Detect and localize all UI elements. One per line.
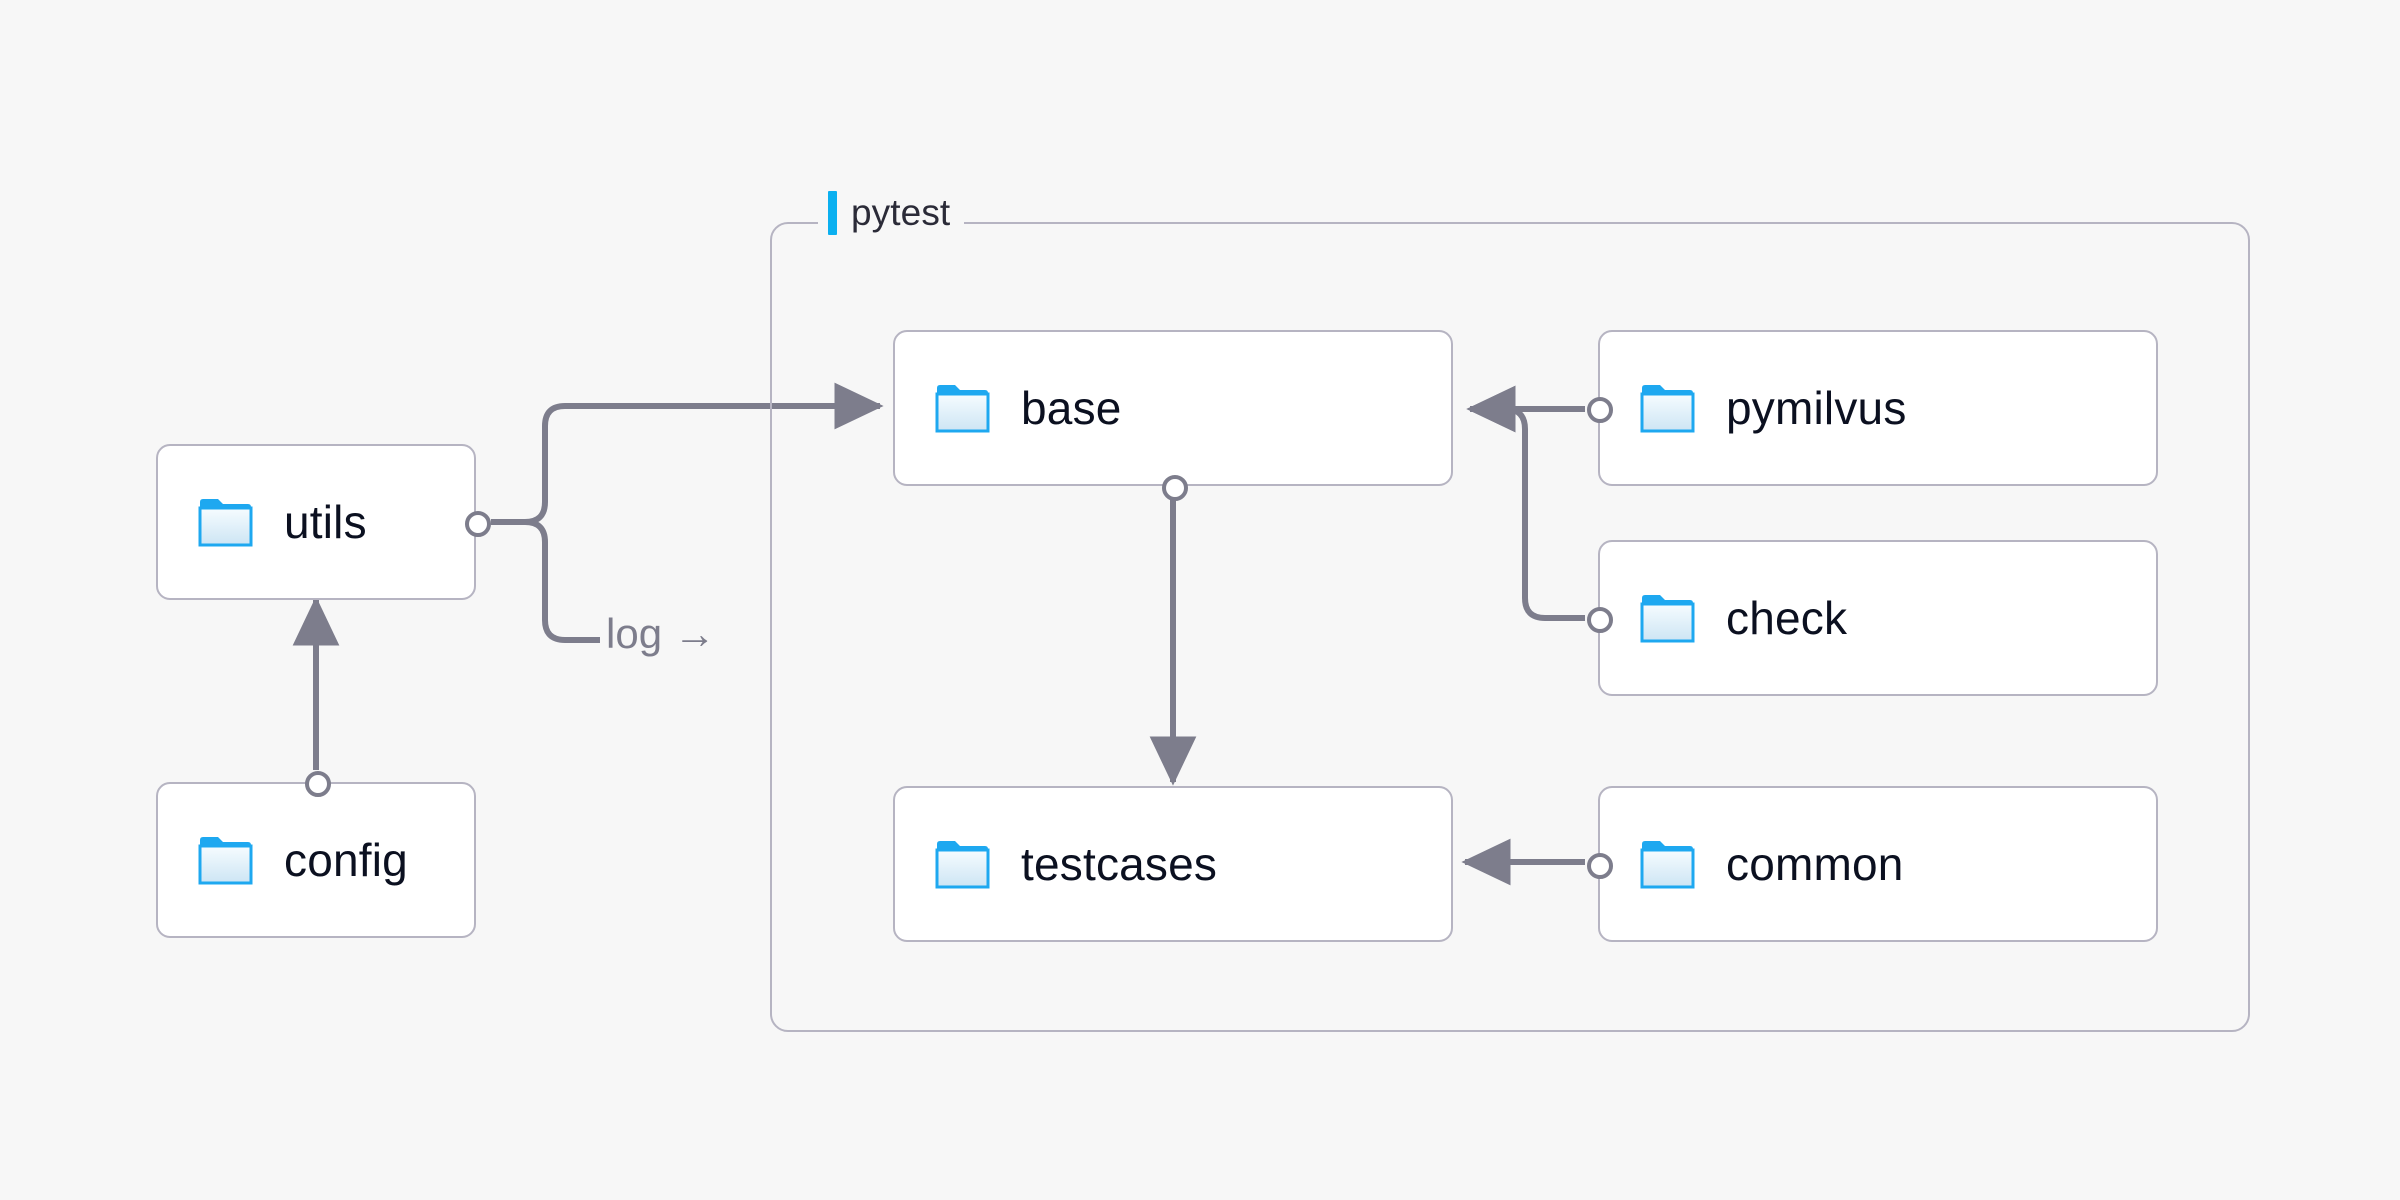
folder-icon [1640,385,1695,433]
node-label: testcases [1021,838,1218,890]
group-label-text: pytest [851,192,951,233]
folder-icon [935,385,990,433]
node-label: config [284,834,408,886]
node-testcases[interactable]: testcases [893,786,1453,942]
handle-check-left[interactable] [1587,607,1613,633]
node-check[interactable]: check [1587,540,2158,696]
node-common[interactable]: common [1587,786,2158,942]
handle-utils-right[interactable] [465,511,491,537]
handle-pymilvus-left[interactable] [1587,397,1613,423]
node-label: common [1726,838,1904,890]
folder-icon [1640,595,1695,643]
node-label: check [1726,592,1848,644]
folder-icon [1640,841,1695,889]
folder-icon [198,499,253,547]
node-pymilvus[interactable]: pymilvus [1587,330,2158,486]
node-label: utils [284,496,367,548]
node-utils[interactable]: utils [156,444,491,600]
node-base[interactable]: base [893,330,1453,501]
node-label: base [1021,382,1122,434]
folder-icon [935,841,990,889]
pytest-group-container[interactable] [770,222,2250,1032]
handle-config-top[interactable] [305,771,331,797]
node-label: pymilvus [1726,382,1907,434]
handle-common-left[interactable] [1587,853,1613,879]
edge-label-log: log → [600,613,722,655]
edge-utils-log [491,519,600,643]
group-accent-bar [828,191,837,235]
handle-base-bottom[interactable] [1162,475,1188,501]
node-config[interactable]: config [156,771,476,938]
folder-icon [198,837,253,885]
pytest-group-label: pytest [818,190,965,236]
